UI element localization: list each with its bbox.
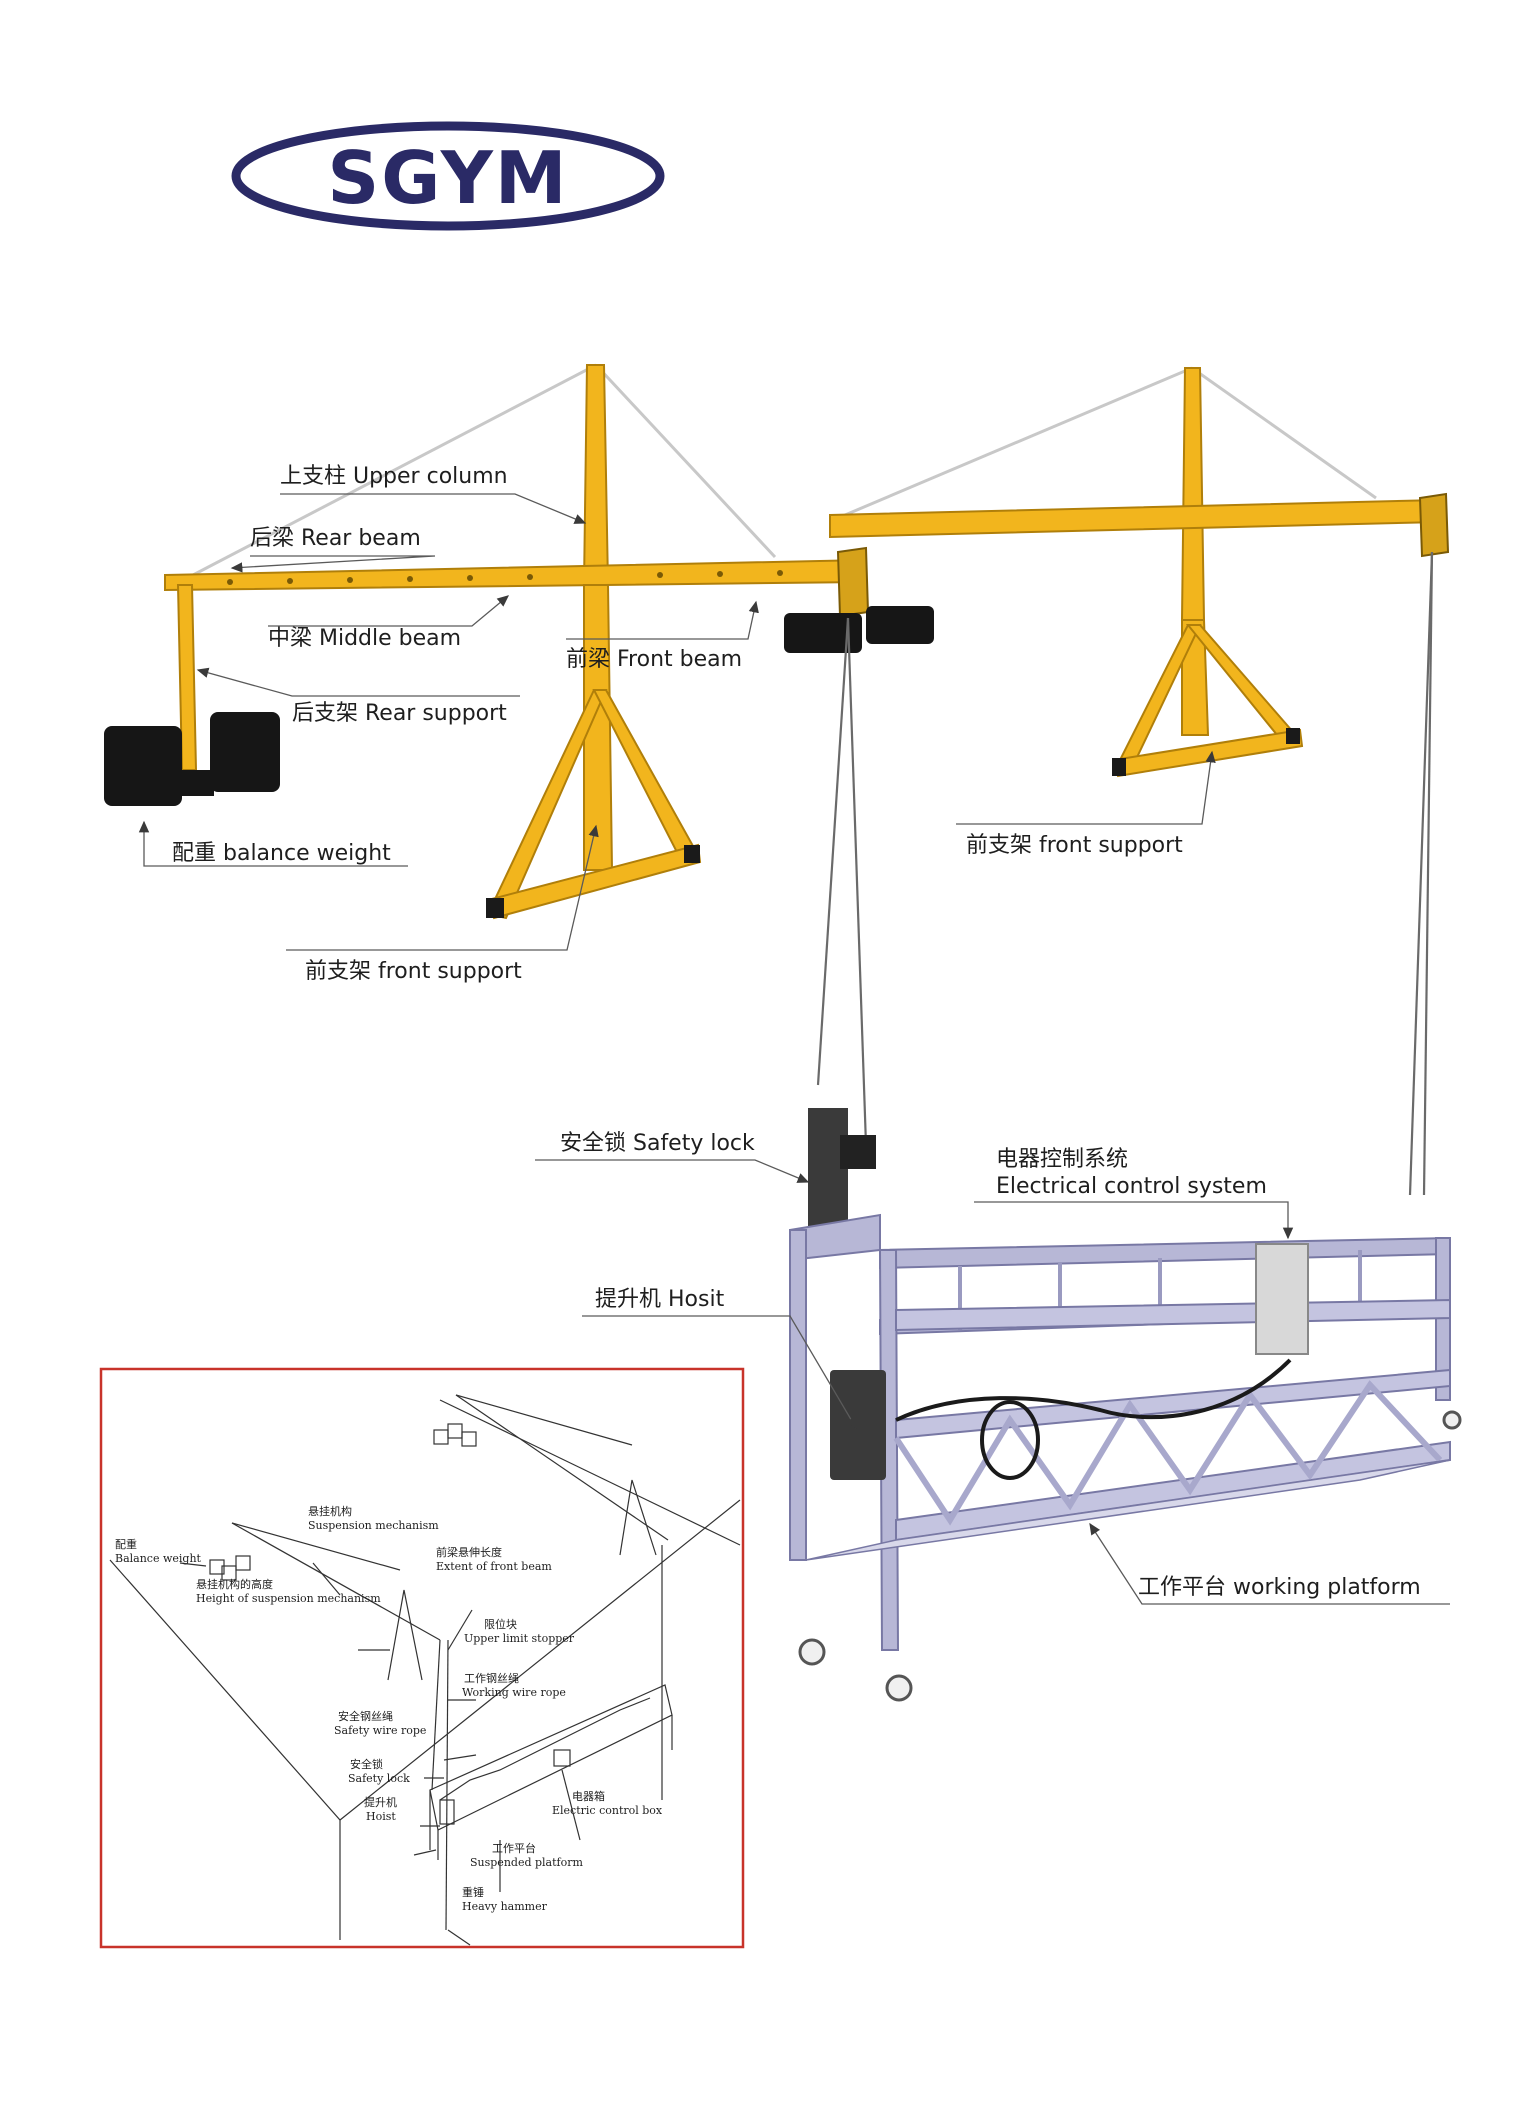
- inset-balance-cn: 配重: [115, 1537, 137, 1551]
- inset-balance-en: Balance weight: [115, 1552, 202, 1565]
- inset-platform-cn: 工作平台: [492, 1841, 536, 1855]
- right-main-beam: [829, 498, 1441, 539]
- balance-weight-1: [104, 726, 182, 806]
- inset-limit-en: Upper limit stopper: [464, 1632, 575, 1645]
- inset-border: [99, 1367, 745, 1949]
- main-beam: [164, 558, 866, 592]
- wheel-1: [798, 1638, 826, 1666]
- inset-schematic: 悬挂机构 Suspension mechanism 配重 Balance wei…: [99, 1367, 745, 1949]
- inset-control-cn: 电器箱: [572, 1789, 605, 1803]
- inset-safety-wire-en: Safety wire rope: [334, 1724, 426, 1737]
- label-front-support-right: 前支架 front support: [966, 833, 1183, 858]
- balance-weight-2: [210, 712, 280, 792]
- logo-text: SGYM: [327, 136, 568, 220]
- inset-safety-lock-en: Safety lock: [348, 1772, 410, 1785]
- label-electrical-cn: 电器控制系统: [996, 1147, 1128, 1172]
- wire-ropes: [816, 551, 1434, 1196]
- inset-control-en: Electric control box: [552, 1804, 663, 1817]
- inset-suspension-cn: 悬挂机构: [308, 1504, 352, 1518]
- label-rear-beam: 后梁 Rear beam: [250, 526, 421, 551]
- label-hoist: 提升机 Hosit: [595, 1287, 725, 1312]
- label-rear-support: 后支架 Rear support: [292, 701, 507, 726]
- inset-hoist-en: Hoist: [366, 1810, 396, 1823]
- inset-extent-en: Extent of front beam: [436, 1560, 552, 1573]
- inset-platform-en: Suspended platform: [470, 1856, 583, 1869]
- right-suspension-mechanism: [829, 366, 1450, 778]
- label-middle-beam: 中梁 Middle beam: [268, 626, 461, 651]
- wheel-3: [1442, 1410, 1462, 1430]
- callouts: 上支柱 Upper column 后梁 Rear beam 中梁 Middle …: [138, 464, 1450, 1605]
- inset-height-en: Height of suspension mechanism: [196, 1592, 381, 1605]
- upper-column: [582, 364, 610, 586]
- hoist-body: [830, 1370, 886, 1480]
- inset-height-cn: 悬挂机构的高度: [196, 1577, 273, 1591]
- wheel-2: [885, 1674, 913, 1702]
- inset-wire-cn: 工作钢丝绳: [464, 1671, 519, 1685]
- label-upper-column: 上支柱 Upper column: [280, 464, 508, 489]
- label-electrical-en: Electrical control system: [996, 1174, 1267, 1199]
- working-platform-figure: [789, 1108, 1462, 1702]
- left-suspension-mechanism: [104, 363, 934, 920]
- label-front-beam: 前梁 Front beam: [566, 647, 742, 672]
- logo-ellipse: [231, 121, 665, 231]
- inset-safety-wire-cn: 安全钢丝绳: [338, 1709, 393, 1723]
- inset-limit-cn: 限位块: [484, 1617, 517, 1631]
- label-safety-lock: 安全锁 Safety lock: [560, 1131, 755, 1156]
- inset-suspension-en: Suspension mechanism: [308, 1519, 439, 1532]
- inset-extent-cn: 前梁悬伸长度: [436, 1545, 502, 1559]
- inset-safety-lock-cn: 安全锁: [350, 1757, 383, 1771]
- inset-wire-en: Working wire rope: [462, 1686, 566, 1699]
- front-weight-2: [866, 606, 934, 644]
- label-working-platform: 工作平台 working platform: [1138, 1575, 1421, 1600]
- inset-hammer-cn: 重锤: [462, 1885, 484, 1899]
- label-balance-weight: 配重 balance weight: [172, 841, 391, 866]
- front-weight-1: [784, 613, 862, 653]
- label-front-support-left: 前支架 front support: [305, 959, 522, 984]
- electrical-control-box: [1255, 1243, 1309, 1355]
- inset-hammer-en: Heavy hammer: [462, 1900, 548, 1913]
- sgym-logo: SGYM: [231, 121, 665, 231]
- right-upper-column: [1180, 367, 1206, 621]
- inset-hoist-cn: 提升机: [364, 1795, 397, 1809]
